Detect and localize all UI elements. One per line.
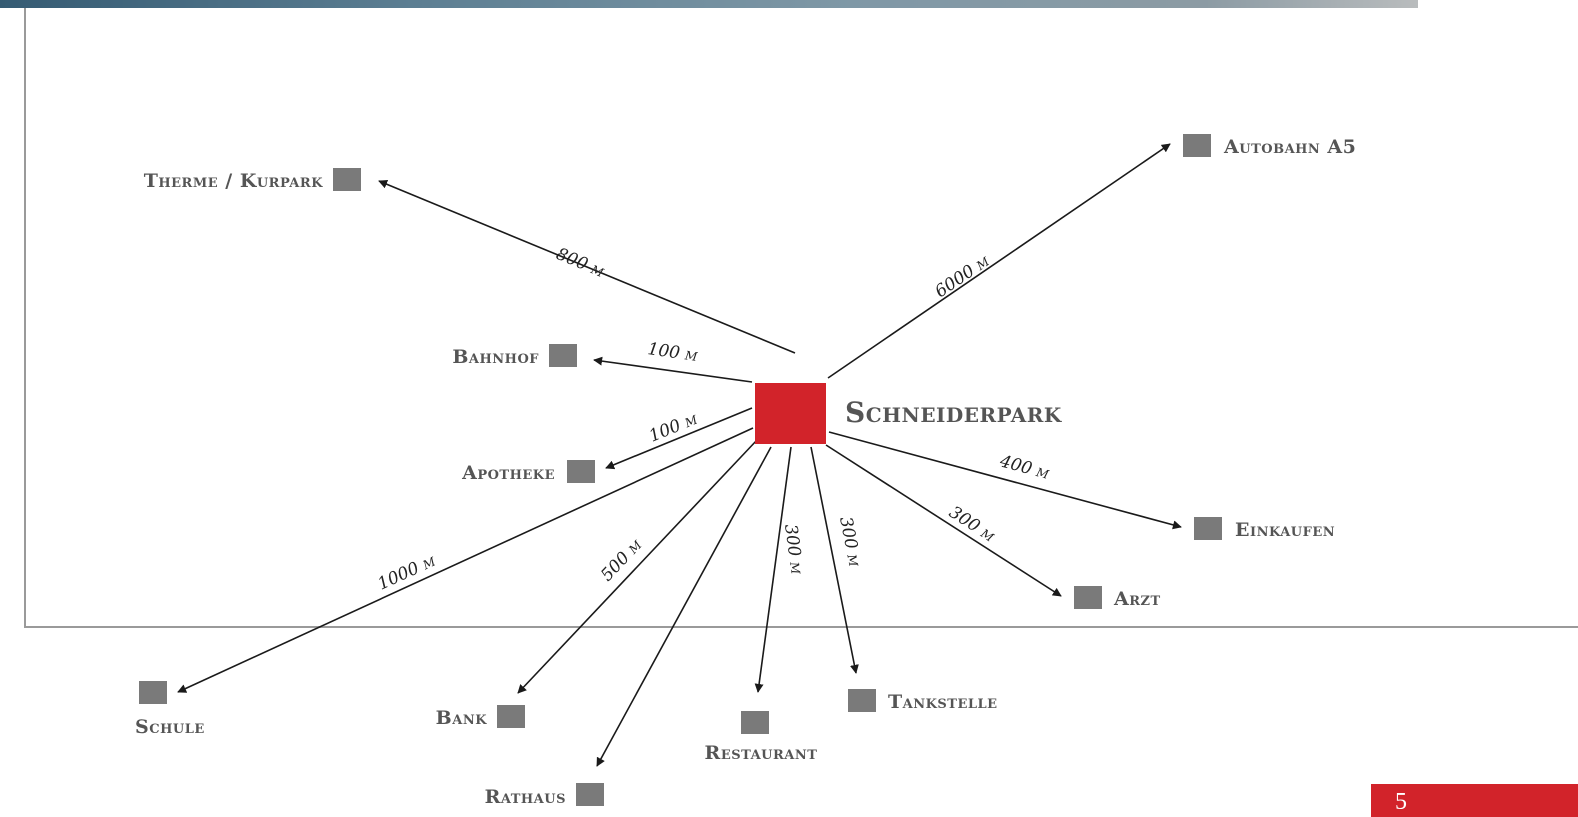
distance-therme: 800 m bbox=[553, 244, 608, 282]
header-image-strip bbox=[0, 0, 1418, 8]
arrow-apotheke bbox=[605, 407, 753, 470]
rathaus-marker bbox=[576, 783, 604, 806]
therme-marker bbox=[333, 168, 361, 191]
distance-tankstelle: 300 m bbox=[835, 515, 864, 569]
schule-label: Schule bbox=[135, 716, 205, 738]
content-frame bbox=[24, 8, 1578, 628]
distance-bahnhof: 100 m bbox=[646, 339, 699, 366]
arrow-bank bbox=[517, 439, 758, 694]
page-number: 5 bbox=[1371, 784, 1578, 817]
apotheke-label: Apotheke bbox=[461, 462, 555, 484]
distance-restaurant: 300 m bbox=[780, 523, 807, 576]
tankstelle-label: Tankstelle bbox=[888, 691, 998, 713]
bahnhof-marker bbox=[549, 344, 577, 367]
rathaus-label: Rathaus bbox=[485, 786, 566, 808]
distance-schule: 1000 m bbox=[375, 551, 439, 595]
arrow-bahnhof bbox=[593, 356, 753, 383]
therme-label: Therme / Kurpark bbox=[144, 170, 323, 192]
distance-arzt: 300 m bbox=[945, 502, 999, 546]
distance-bank: 500 m bbox=[597, 535, 646, 586]
bank-marker bbox=[497, 705, 525, 728]
restaurant-marker bbox=[741, 711, 769, 734]
schneiderpark-marker bbox=[755, 383, 826, 444]
bank-label: Bank bbox=[436, 707, 488, 729]
arrow-autobahn bbox=[827, 143, 1171, 379]
distance-autobahn: 6000 m bbox=[932, 251, 994, 302]
autobahn-label: Autobahn A5 bbox=[1223, 136, 1356, 158]
center-label: Schneiderpark bbox=[845, 396, 1062, 429]
arrow-einkaufen bbox=[828, 431, 1182, 530]
schule-marker bbox=[139, 681, 167, 704]
arrow-rathaus bbox=[596, 446, 772, 767]
arrow-schule bbox=[177, 427, 754, 693]
arzt-marker bbox=[1074, 586, 1102, 609]
tankstelle-marker bbox=[848, 689, 876, 712]
arrow-arzt bbox=[825, 444, 1062, 597]
autobahn-marker bbox=[1183, 134, 1211, 157]
einkaufen-marker bbox=[1194, 517, 1222, 540]
arrow-therme bbox=[378, 179, 796, 354]
bahnhof-label: Bahnhof bbox=[452, 346, 539, 368]
apotheke-marker bbox=[567, 460, 595, 483]
restaurant-label: Restaurant bbox=[705, 742, 818, 764]
arzt-label: Arzt bbox=[1113, 588, 1161, 610]
arrow-restaurant bbox=[754, 446, 792, 693]
einkaufen-label: Einkaufen bbox=[1235, 519, 1335, 541]
arrow-tankstelle bbox=[810, 446, 859, 674]
